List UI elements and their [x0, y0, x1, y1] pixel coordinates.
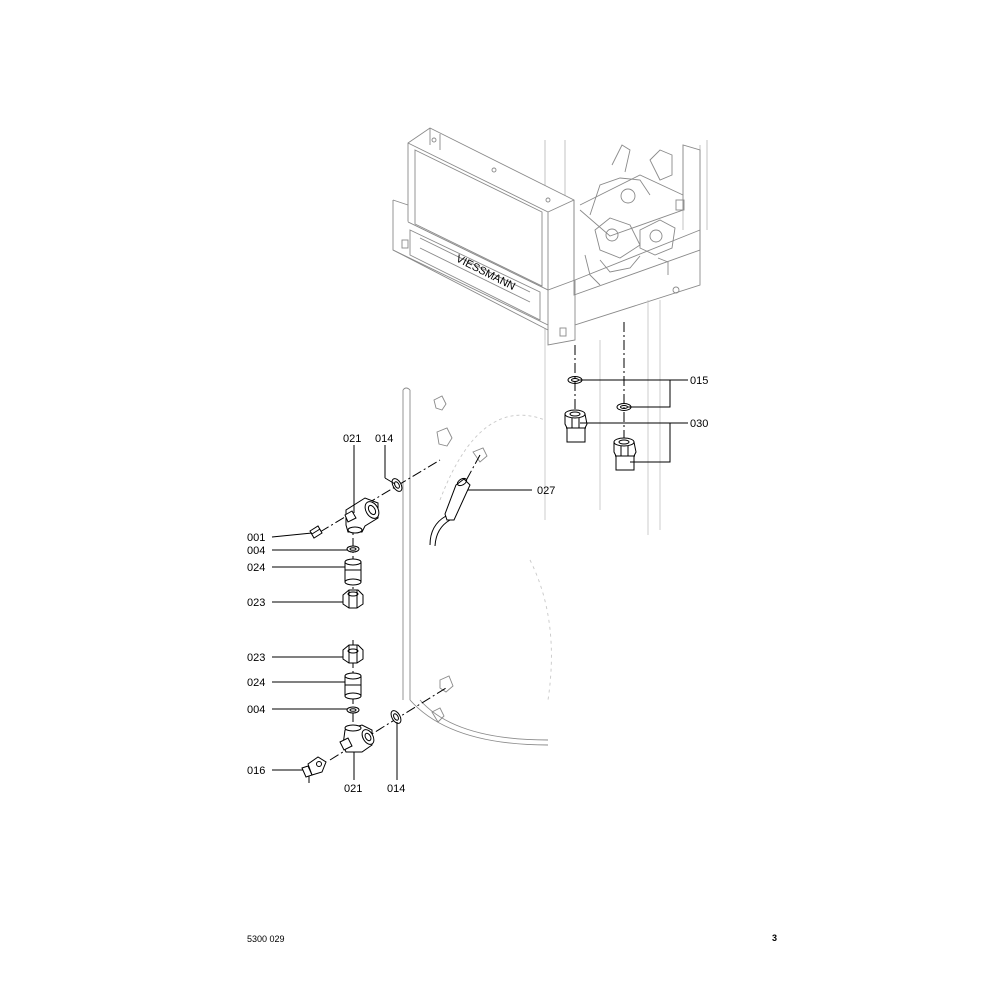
boiler-housing: VIESSMANN — [392, 127, 708, 346]
leader-lines-upper-left — [271, 445, 396, 603]
cylinder-body — [544, 300, 661, 535]
callout-027: 027 — [537, 485, 555, 497]
storage-tank — [402, 387, 552, 746]
callout-004-lower: 004 — [247, 704, 265, 716]
document-number: 5300 029 — [247, 934, 285, 944]
callout-023-lower: 023 — [247, 652, 265, 664]
callout-014-upper: 014 — [375, 433, 393, 445]
callout-015: 015 — [690, 375, 708, 387]
callout-024-lower: 024 — [247, 677, 265, 689]
temperature-sensor — [429, 454, 481, 547]
leader-lines-right — [578, 379, 688, 463]
leader-lines-lower-left — [272, 656, 398, 780]
callout-030: 030 — [690, 418, 708, 430]
upper-connection-assembly — [309, 459, 441, 609]
connection-parts-right — [564, 322, 637, 471]
callout-021-lower: 021 — [344, 783, 362, 795]
callout-001: 001 — [247, 532, 265, 544]
callout-023-upper: 023 — [247, 597, 265, 609]
callout-024-upper: 024 — [247, 562, 265, 574]
callout-014-lower: 014 — [387, 783, 405, 795]
page-number: 3 — [772, 933, 778, 943]
lower-connection-assembly — [301, 640, 447, 783]
callout-016: 016 — [247, 765, 265, 777]
callout-004-upper: 004 — [247, 545, 265, 557]
callout-021-upper: 021 — [343, 433, 361, 445]
callout-labels: 021 014 001 004 024 023 027 015 030 023 … — [247, 375, 708, 795]
